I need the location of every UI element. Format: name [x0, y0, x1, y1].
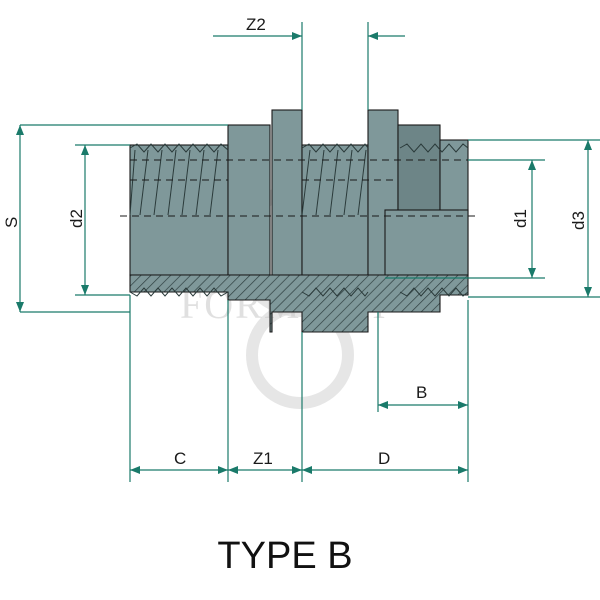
dim-z1-label: Z1 — [253, 449, 273, 468]
dim-d3-label: d3 — [569, 211, 588, 230]
thread-bottom-right — [399, 287, 469, 297]
dim-c-label: C — [174, 449, 186, 468]
left-thread-body — [129, 144, 229, 276]
thread-top-right — [399, 143, 469, 153]
thread-lines-left — [129, 149, 219, 216]
dim-d-label: D — [378, 449, 390, 468]
thread-top-left — [129, 143, 229, 153]
diagram-title: TYPE B — [217, 535, 353, 577]
dim-d1-label: d1 — [511, 209, 530, 228]
dim-z2-label: Z2 — [246, 15, 266, 34]
center-thread-body — [301, 144, 369, 276]
fitting-body — [120, 109, 480, 333]
dim-s-label: S — [2, 217, 21, 228]
thread-bottom-center — [301, 287, 369, 297]
dim-d2-label: d2 — [67, 209, 86, 228]
dim-b-label: B — [416, 383, 427, 402]
thread-top-center — [301, 143, 369, 153]
dimensions: Z2 S d2 d1 d3 — [2, 15, 600, 482]
right-inner-body — [384, 209, 469, 276]
left-nut — [227, 124, 271, 276]
thread-bottom-left — [129, 287, 229, 297]
thread-lines-center — [301, 149, 367, 216]
left-flange — [271, 109, 303, 276]
